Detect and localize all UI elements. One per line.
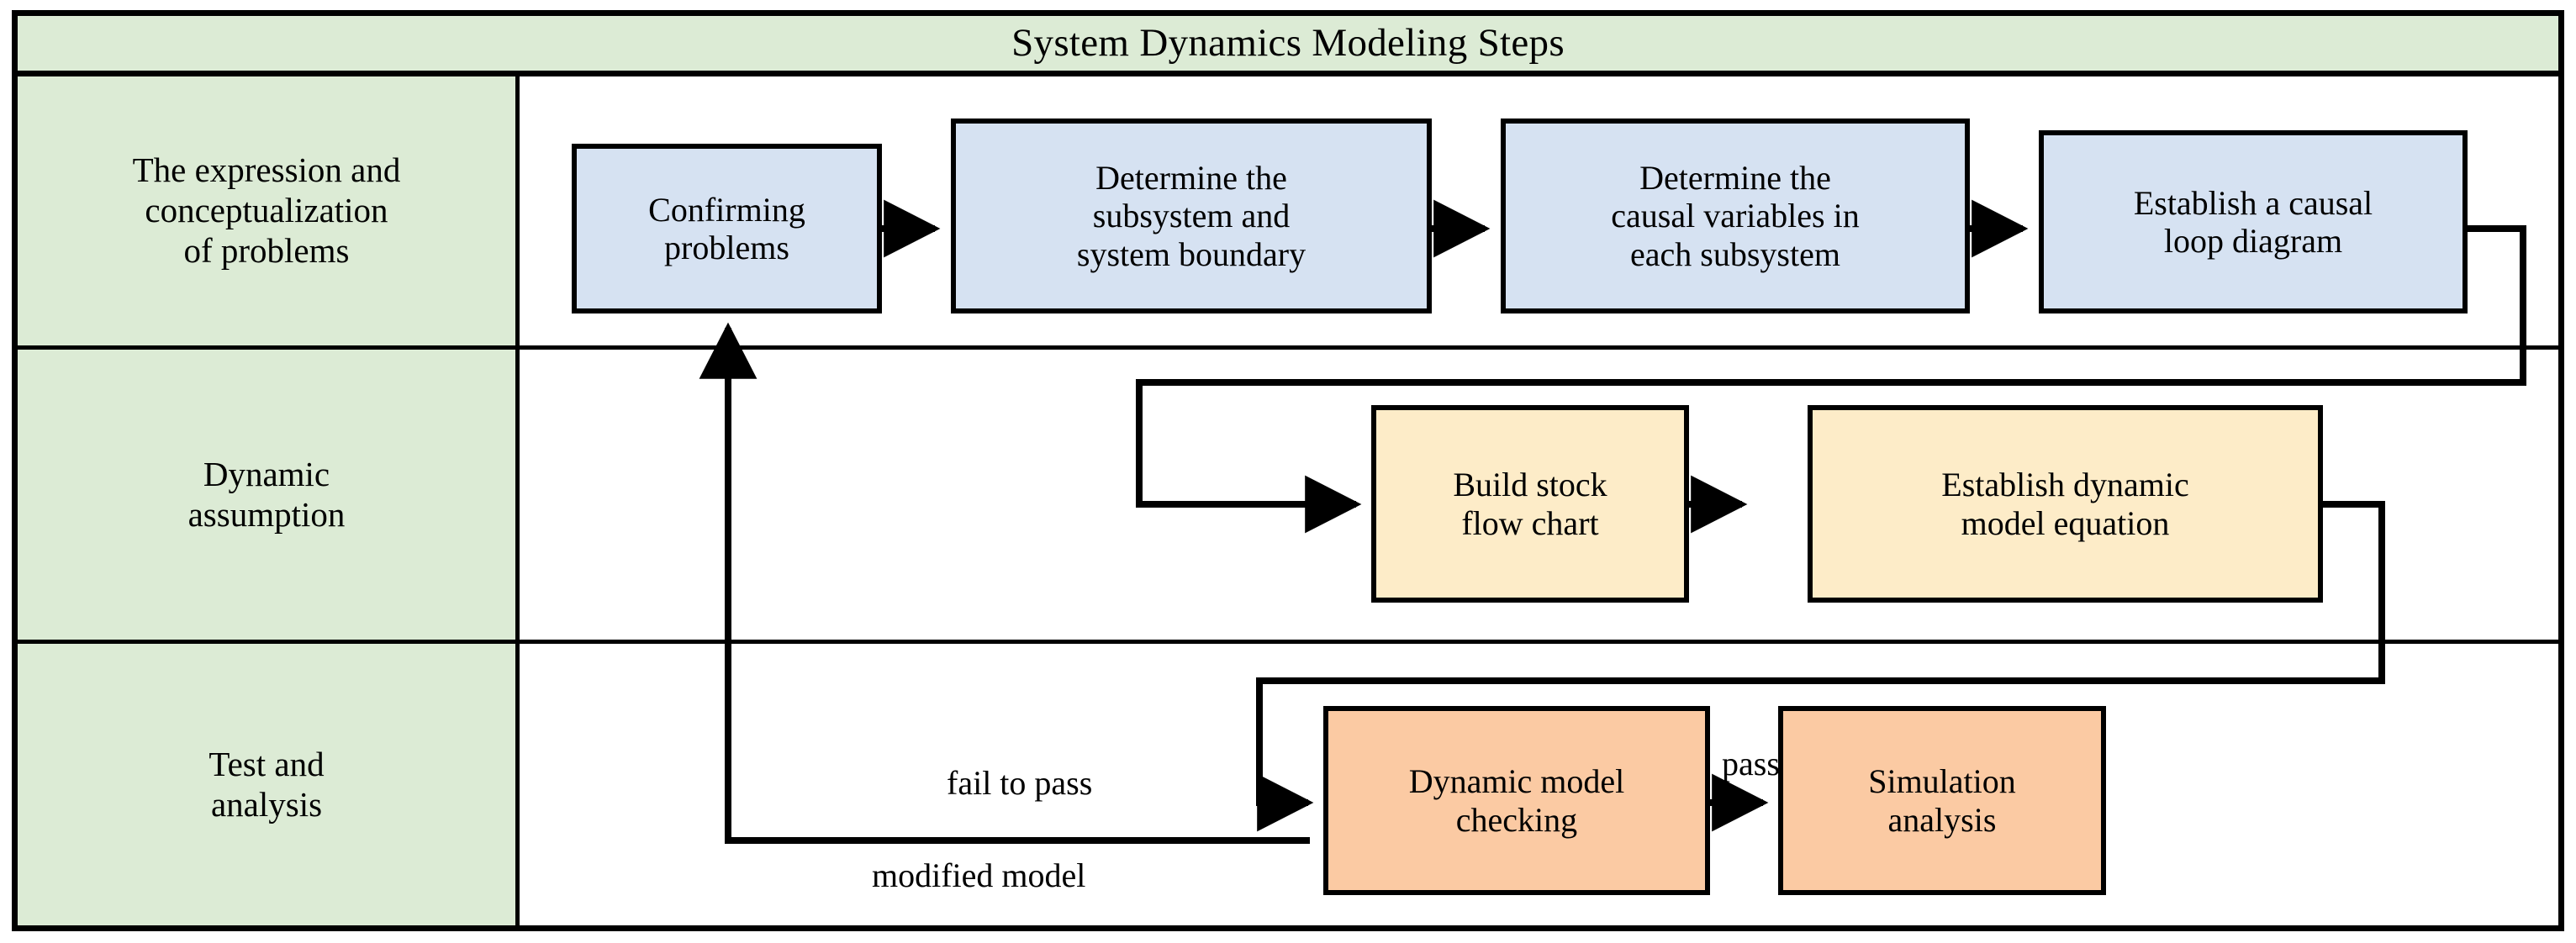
box-determine-subsystem[interactable]: Determine the subsystem and system bound… xyxy=(951,119,1432,313)
box-confirming-problems[interactable]: Confirming problems xyxy=(572,144,882,313)
box-establish-causal-loop-label: Establish a causal loop diagram xyxy=(2133,183,2373,260)
box-dynamic-model-checking-label: Dynamic model checking xyxy=(1408,762,1625,839)
stage-row-test-analysis: Test and analysis xyxy=(18,644,2558,925)
edge-label-modified-model: modified model xyxy=(872,856,1086,894)
page-title: System Dynamics Modeling Steps xyxy=(1011,21,1565,65)
box-establish-dynamic-model-equation[interactable]: Establish dynamic model equation xyxy=(1808,405,2323,603)
stage-label-expression-text: The expression and conceptualization of … xyxy=(132,150,401,270)
stage-label-test-analysis-text: Test and analysis xyxy=(209,744,325,824)
box-determine-causal-variables-label: Determine the causal variables in each s… xyxy=(1611,159,1860,273)
box-build-stock-flow-chart-label: Build stock flow chart xyxy=(1453,466,1607,542)
box-confirming-problems-label: Confirming problems xyxy=(648,190,805,266)
wire-dynamic-equation-to-model-checking xyxy=(1256,501,2385,832)
box-build-stock-flow-chart[interactable]: Build stock flow chart xyxy=(1371,405,1689,603)
box-simulation-analysis[interactable]: Simulation analysis xyxy=(1778,706,2106,895)
stage-label-dynamic-assumption-text: Dynamic assumption xyxy=(187,454,346,534)
box-establish-dynamic-model-equation-label: Establish dynamic model equation xyxy=(1941,466,2189,542)
box-determine-subsystem-label: Determine the subsystem and system bound… xyxy=(1076,159,1306,273)
stage-label-expression: The expression and conceptualization of … xyxy=(18,76,520,345)
stage-row-dynamic-assumption: Dynamic assumption xyxy=(18,350,2558,644)
wire-feedback-to-confirming-problems xyxy=(699,322,1310,844)
box-determine-causal-variables[interactable]: Determine the causal variables in each s… xyxy=(1501,119,1970,313)
stage-row-expression: The expression and conceptualization of … xyxy=(18,76,2558,350)
diagram-title-bar: System Dynamics Modeling Steps xyxy=(18,16,2558,76)
stage-label-dynamic-assumption: Dynamic assumption xyxy=(18,350,520,640)
box-simulation-analysis-label: Simulation analysis xyxy=(1868,762,2016,839)
box-establish-causal-loop[interactable]: Establish a causal loop diagram xyxy=(2039,130,2468,313)
box-dynamic-model-checking[interactable]: Dynamic model checking xyxy=(1323,706,1710,895)
stage-label-test-analysis: Test and analysis xyxy=(18,644,520,925)
wire-loop-diagram-to-build-stock xyxy=(1136,225,2526,534)
edge-label-fail-to-pass: fail to pass xyxy=(947,764,1093,802)
edge-label-pass: pass xyxy=(1722,745,1780,782)
